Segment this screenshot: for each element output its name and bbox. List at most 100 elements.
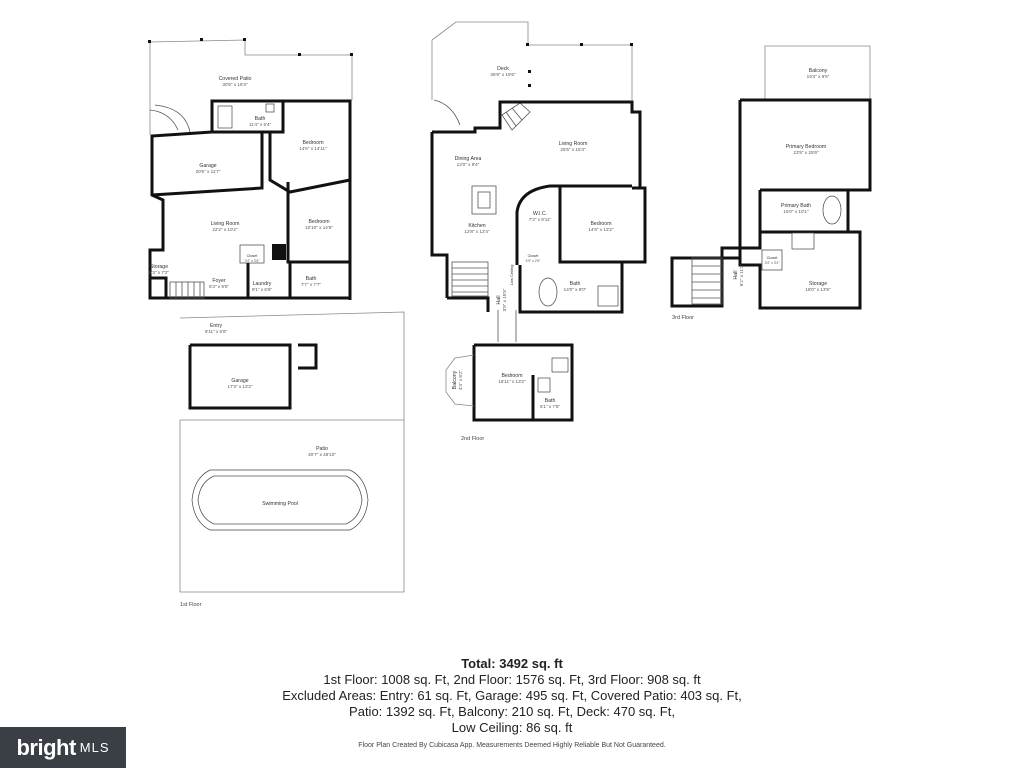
primary-bedroom-dim: 23'5" x 25'6" xyxy=(793,150,819,155)
excluded-areas-1: Excluded Areas: Entry: 61 sq. Ft, Garage… xyxy=(282,688,742,703)
garage-1a-dim: 20'5" x 11'7" xyxy=(196,169,221,174)
closet-1-box xyxy=(239,244,265,264)
garage-1b-label: Garage xyxy=(231,378,248,384)
bath-1b-label: Bath xyxy=(306,276,317,282)
second-floor-plan: Deck 35'9" x 19'6" Dining Area 12'0" x 9… xyxy=(430,21,647,442)
deck-dim: 35'9" x 19'6" xyxy=(490,72,516,77)
shower-2a-fixture xyxy=(597,285,619,307)
balcony-3-label: Balcony xyxy=(809,68,828,74)
first-floor-wall-main xyxy=(148,130,350,300)
bedroom-2b-dim: 16'11" x 13'2" xyxy=(498,379,526,384)
dining-area-label: Dining Area xyxy=(455,156,482,162)
stairs-1 xyxy=(169,281,205,299)
covered-patio-label: Covered Patio xyxy=(219,76,252,82)
balcony-3-outline xyxy=(764,45,871,100)
patio-label: Patio xyxy=(316,446,328,452)
hall-2-dim: 3'9" x 15'9" xyxy=(502,288,507,311)
bedroom-1a-label: Bedroom xyxy=(302,140,323,146)
wic-dim: 7'3" x 9'11" xyxy=(529,217,552,222)
laundry-dim: 9'1" x 6'6" xyxy=(252,287,272,292)
closet-3-dim: 3'4" x 3'4" xyxy=(765,261,781,265)
bedroom-2a-dim: 14'6" x 13'2" xyxy=(588,227,614,232)
balcony-2-outline xyxy=(445,354,475,407)
primary-bath-label: Primary Bath xyxy=(781,203,811,209)
bedroom-2b-wall xyxy=(472,343,574,422)
closet-2-label: Closet xyxy=(528,254,540,258)
third-floor-wall-outer xyxy=(670,98,872,310)
closet-2b-fixture xyxy=(551,357,569,373)
bathtub-fixture xyxy=(538,277,558,307)
disclaimer-text: Floor Plan Created By Cubicasa App. Meas… xyxy=(358,742,666,749)
bedroom-2a-curve-wall xyxy=(515,184,632,265)
bath-2b-label: Bath xyxy=(545,398,556,404)
bedroom-1b-wall xyxy=(286,182,350,264)
shower-fixture xyxy=(217,105,233,129)
second-floor-label: 2nd Floor xyxy=(461,436,484,442)
total-area: Total: 3492 sq. ft xyxy=(461,656,563,671)
garage-wall xyxy=(151,132,264,197)
deck-spiral-stair xyxy=(433,99,461,126)
bedroom-2b-label: Bedroom xyxy=(501,373,522,379)
toilet-fixture xyxy=(265,103,275,113)
living-room-2-label: Living Room xyxy=(559,141,588,147)
shower-2b-fixture xyxy=(537,377,551,393)
bath-1a-label: Bath xyxy=(255,116,266,122)
storage-1-wall xyxy=(150,276,168,298)
bedroom-1a-wall xyxy=(268,132,351,194)
kitchen-dim: 12'8" x 12'4" xyxy=(464,229,490,234)
entry-label: Entry xyxy=(210,323,223,329)
bright-mls-logo: bright MLS xyxy=(0,727,126,768)
garage-1a-label: Garage xyxy=(199,163,216,169)
first-floor-label: 1st Floor xyxy=(180,602,202,608)
closet-2-dim: 4'9" x 2'6" xyxy=(526,259,542,263)
laundry-label: Laundry xyxy=(253,281,272,287)
deck-posts xyxy=(526,43,633,87)
excluded-areas-3: Low Ceiling: 86 sq. ft xyxy=(451,720,573,735)
hall-3-label: Hall xyxy=(733,271,739,280)
bath-1b-dim: 7'7" x 7'7" xyxy=(301,282,321,287)
covered-patio-outline xyxy=(149,39,353,100)
first-floor-plan: Covered Patio 30'5" x 16'3" Bath 11'4" x… xyxy=(148,38,405,608)
pool-label: Swimming Pool xyxy=(262,501,298,507)
hall-2-label: Hall xyxy=(496,296,502,305)
deck-label: Deck xyxy=(497,66,509,72)
primary-bedroom-label: Primary Bedroom xyxy=(786,144,826,150)
logo-brand: bright xyxy=(16,734,76,760)
dining-area-dim: 12'0" x 9'4" xyxy=(457,162,480,167)
bedroom-1b-label: Bedroom xyxy=(308,219,329,225)
swimming-pool-inner xyxy=(197,475,363,525)
hall-2-wall xyxy=(447,296,490,312)
second-floor-wall-north xyxy=(432,100,642,190)
living-room-1-dim: 22'2" x 10'2" xyxy=(212,227,238,232)
patio-dim: 40'7" x 49'10" xyxy=(308,452,336,457)
balcony-2-label: Balcony xyxy=(452,370,458,389)
wic-label: W.I.C. xyxy=(533,211,547,217)
bath-1a-dim: 11'4" x 5'4" xyxy=(249,122,272,127)
covered-patio-dim: 30'5" x 16'3" xyxy=(222,82,248,87)
chimney-block xyxy=(272,244,286,260)
primary-shower-fixture xyxy=(791,232,815,250)
storage-3-label: Storage xyxy=(809,281,827,287)
closet-1-label: Closet xyxy=(247,254,259,258)
area-summary: Total: 3492 sq. ft 1st Floor: 1008 sq. F… xyxy=(0,656,1024,736)
floor-areas: 1st Floor: 1008 sq. Ft, 2nd Floor: 1576 … xyxy=(323,672,701,687)
bedroom-1a-dim: 14'6" x 14'11" xyxy=(299,146,327,151)
hall-3-dim: 6'2" x 11'3" xyxy=(739,263,744,286)
kitchen-island xyxy=(471,185,497,215)
garage-1b-dim: 17'3" x 13'2" xyxy=(227,384,253,389)
bedroom-1b-dim: 10'10" x 14'6" xyxy=(305,225,333,230)
deck-outline xyxy=(431,21,633,100)
fireplace-hatch xyxy=(501,102,531,131)
covered-patio-posts xyxy=(148,38,353,56)
storage-1-dim: 9'3" x 7'2" xyxy=(149,270,169,275)
bath-1a-wall xyxy=(210,101,285,134)
closet-3-label: Closet xyxy=(767,256,779,260)
bath-2b-dim: 6'1" x 7'5" xyxy=(540,404,560,409)
closet-3-box xyxy=(761,249,783,271)
excluded-areas-2: Patio: 1392 sq. Ft, Balcony: 210 sq. Ft,… xyxy=(349,704,675,719)
spiral-stair xyxy=(149,109,179,131)
spiral-stair-outer xyxy=(154,104,191,133)
swimming-pool-shape xyxy=(191,469,369,531)
yard-outline xyxy=(179,311,405,593)
logo-suffix: MLS xyxy=(79,740,110,755)
